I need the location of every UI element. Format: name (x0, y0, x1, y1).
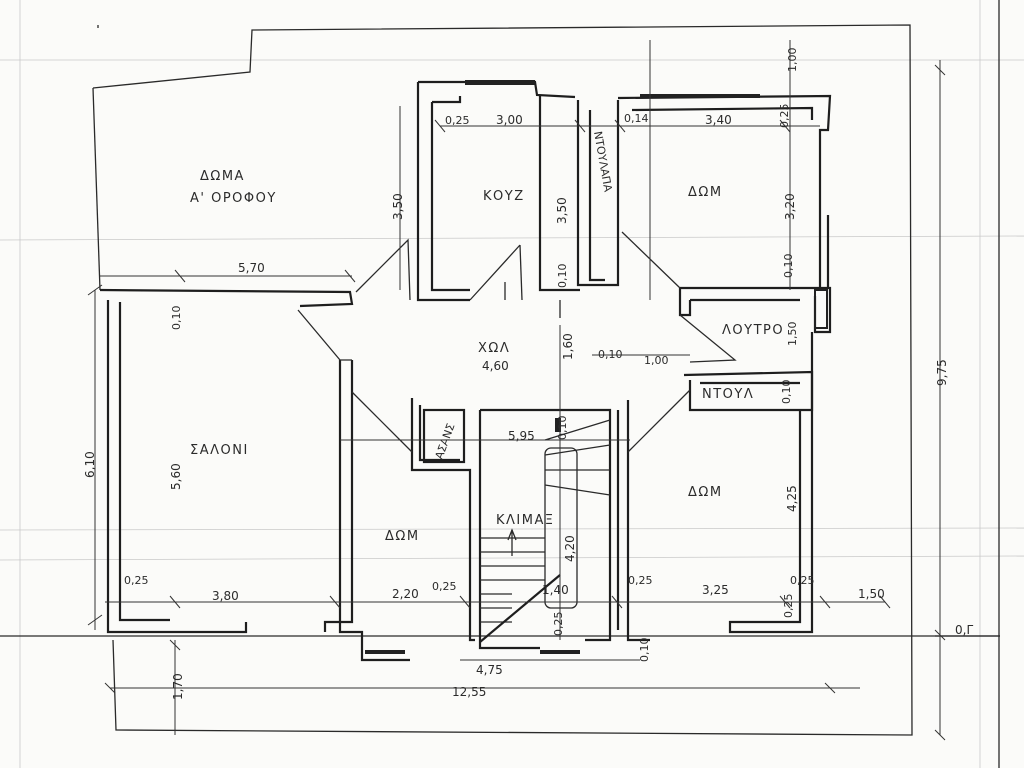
dim-stair-height: 4,20 (563, 535, 577, 562)
windows (365, 80, 828, 654)
dim-kitchen-left-height: 3,50 (391, 193, 405, 220)
dim-roof-width: 5,70 (238, 261, 265, 275)
dim-bedroom-r-wall: 0,25 (628, 574, 653, 587)
dim-left-total: 6,10 (83, 451, 97, 478)
dim-right-wall: 0,25 (790, 574, 815, 587)
wardrobe-right-label: ΝΤΟΥΛ (702, 387, 754, 402)
dim-total-height: 9,75 (935, 359, 949, 386)
dim-living-width: 3,80 (212, 589, 239, 603)
dim-wardrobe-wall: 0,14 (624, 112, 649, 125)
dim-bedroom-tr-wall: 0,25 (778, 104, 791, 129)
kitchen-label: ΚΟΥΖ (483, 189, 525, 204)
dim-living-height: 5,60 (169, 463, 183, 490)
dimension-labels: 0,25 3,00 0,14 3,40 0,25 1,00 3,50 3,50 … (83, 48, 973, 701)
dim-bedroom-c-wall: 0,25 (432, 580, 457, 593)
dim-bedroom-tr-height: 3,20 (783, 193, 797, 220)
dimension-ticks (87, 64, 946, 741)
dim-balcony-right: 1,50 (858, 587, 885, 601)
dim-hall-bath-wall: 0,10 (598, 348, 623, 361)
living-room-label: ΣΑΛΟΝΙ (190, 443, 249, 458)
dim-wardrobe-r-wall: 0,10 (780, 380, 793, 405)
bedroom-center-label: ΔΩΜ (385, 529, 420, 544)
staircase-treads (479, 418, 611, 643)
bedroom-top-right-label: ΔΩΜ (688, 185, 723, 200)
dim-stair-bottom-wall: 0,25 (552, 612, 565, 637)
elevator-label: ΑΣΑΝΣ (433, 422, 458, 461)
room-labels: ΔΩΜΑ Α' ΟΡΟΦΟΥ ΚΟΥΖ ΔΩΜ ΛΟΥΤΡΟ ΝΤΟΥΛ ΧΩΛ… (190, 130, 784, 544)
dim-right-wall2: 0,25 (782, 594, 795, 619)
dim-top-offset: 1,00 (786, 48, 799, 73)
roof-terrace-label-1: ΔΩΜΑ (200, 169, 245, 184)
walls (99, 80, 832, 662)
dim-bath-height: 1,50 (786, 322, 799, 347)
bedroom-right-label: ΔΩΜ (688, 485, 723, 500)
dim-living-wall-bottom: 0,25 (124, 574, 149, 587)
dim-ground-level: 0,Γ (955, 623, 973, 637)
wardrobe-top-label: ΝΤΟΥΛΑΠΑ (591, 130, 615, 193)
dim-kitchen-sill: 0,10 (556, 264, 569, 289)
hall-label: ΧΩΛ (478, 341, 510, 356)
dimension-lines (94, 40, 941, 735)
dim-hall-width: 4,60 (482, 359, 509, 373)
door-swings (297, 231, 737, 453)
dim-stair-width: 4,75 (476, 663, 503, 677)
dim-kitchen-height: 3,50 (555, 197, 569, 224)
dim-stair-shaft: 5,95 (508, 429, 535, 443)
dim-total-width: 12,55 (452, 685, 486, 699)
dim-bedroom-r-width: 3,25 (702, 583, 729, 597)
dim-bedroom-r-height: 4,25 (785, 485, 799, 512)
dim-stair-bottom-wall2: 0,10 (638, 638, 651, 663)
dim-stair-landing: 1,40 (542, 583, 569, 597)
dim-kitchen-width: 3,00 (496, 113, 523, 127)
dim-hall-height: 1,60 (561, 333, 575, 360)
dim-bedroom-tr-width: 3,40 (705, 113, 732, 127)
outer-outline (92, 24, 913, 736)
staircase-label: ΚΛΙΜΑΞ (496, 513, 555, 528)
roof-terrace-label-2: Α' ΟΡΟΦΟΥ (190, 191, 277, 206)
dim-top-left-wall: 0,25 (445, 114, 470, 127)
dim-hall-bath-width: 1,00 (644, 354, 669, 367)
dim-living-wall-top: 0,10 (170, 306, 183, 331)
dim-balcony-depth: 1,70 (171, 673, 185, 700)
dim-stair-wall: 0,10 (556, 416, 569, 441)
dim-bedroom-tr-wall2: 0,10 (782, 254, 795, 279)
bathroom-label: ΛΟΥΤΡΟ (722, 323, 784, 338)
dim-bedroom-c-width: 2,20 (392, 587, 419, 601)
